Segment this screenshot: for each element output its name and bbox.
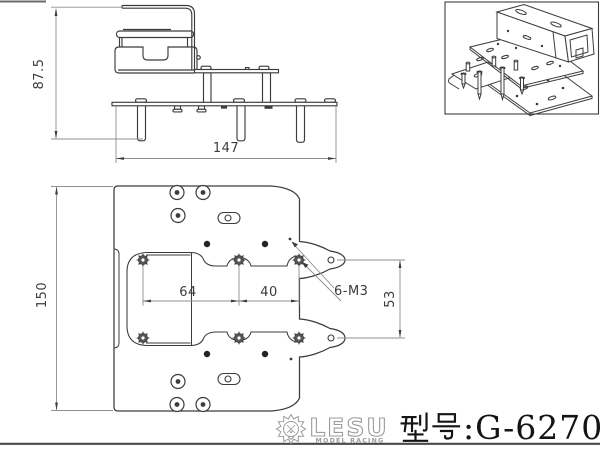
iso-receiver-box	[495, 3, 595, 63]
bracket-outer-line	[122, 4, 196, 70]
ring-hole	[170, 207, 186, 224]
m3-tap-hole	[136, 331, 150, 345]
leg-pin	[236, 105, 246, 142]
dim-span-64: 64	[179, 285, 197, 300]
m3-tap-hole	[292, 331, 306, 345]
iso-view	[444, 1, 600, 117]
leg-pin	[295, 105, 306, 143]
ring-hole	[170, 373, 186, 390]
dim-height-150: 150	[35, 282, 50, 308]
iso-view-border	[444, 1, 600, 115]
m3-tap-hole	[232, 253, 246, 267]
m3-tap-hole	[136, 253, 150, 267]
footer: LESU MODEL RACING :G-6270	[0, 408, 600, 447]
leg-pin	[136, 105, 147, 142]
slot-hole	[217, 211, 241, 225]
plan-holes	[136, 184, 306, 413]
ring-hole	[169, 184, 185, 201]
box-lid	[115, 30, 195, 39]
standoff	[202, 72, 212, 104]
model-number: :G-6270	[463, 408, 600, 447]
ring-hole	[195, 184, 211, 201]
dim-width-147: 147	[213, 141, 239, 156]
lion-logo-icon	[275, 413, 307, 445]
upper-plate	[193, 68, 280, 74]
standoff	[261, 72, 272, 104]
brand-subtitle: MODEL RACING	[316, 438, 385, 445]
ring-hole	[169, 396, 185, 413]
dim-span-40: 40	[260, 285, 278, 300]
iso-standoffs-screws	[460, 55, 525, 102]
plan-view-dimensions	[51, 186, 405, 411]
plan-outline	[113, 185, 346, 412]
dim-span-53: 53	[383, 290, 398, 308]
plan-inner-contour-top	[126, 251, 300, 310]
m3-tap-hole	[232, 331, 246, 345]
dim-height-87-5: 87.5	[32, 59, 47, 90]
lower-plate	[111, 101, 338, 107]
brand-wordmark: LESU	[309, 413, 388, 442]
plan-view	[113, 185, 346, 412]
receiver-box	[114, 46, 198, 74]
model-prefix-hanzi	[400, 412, 461, 442]
side-view	[111, 4, 338, 143]
bracket-inner-line	[122, 7, 193, 70]
thread-callout-6-M3: 6-M3	[334, 284, 368, 299]
side-view-dimensions	[51, 6, 337, 163]
ring-hole	[195, 396, 211, 413]
slot-hole	[217, 372, 241, 386]
plan-inner-contour-bottom	[126, 310, 300, 347]
